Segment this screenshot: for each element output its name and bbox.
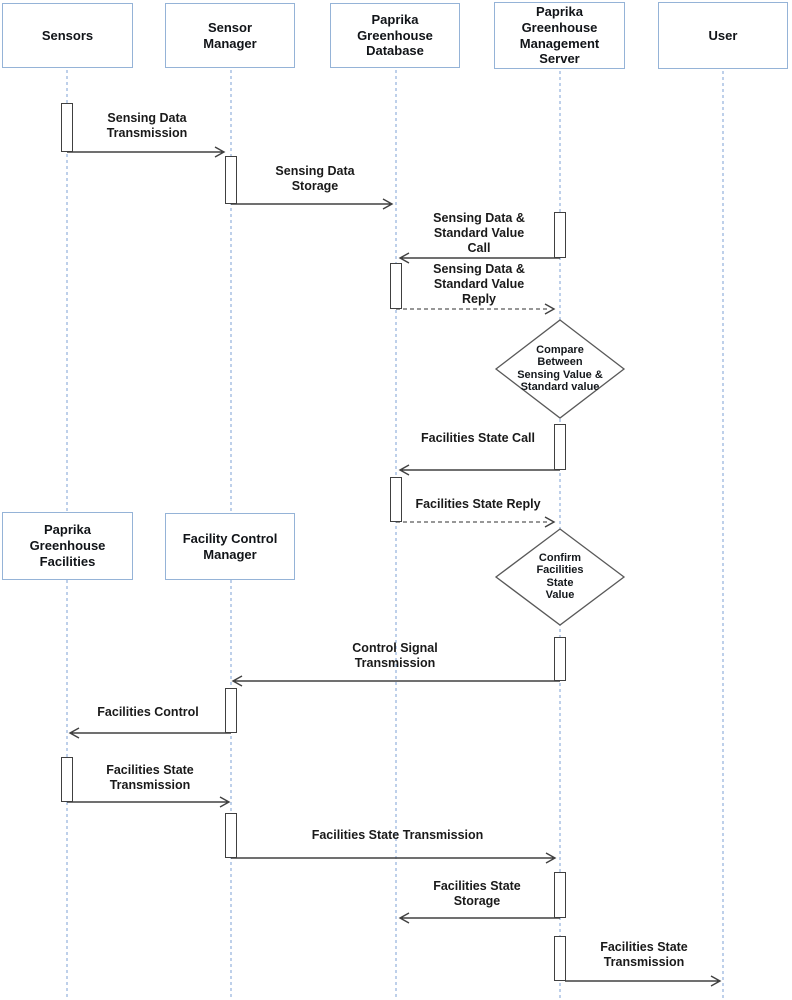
activation-bar-server-1 xyxy=(554,212,566,258)
decision-label-compare: Compare Between Sensing Value & Standard… xyxy=(517,344,603,394)
activation-bar-database-2 xyxy=(390,477,402,522)
message-label-facilities-state-reply: Facilities State Reply xyxy=(415,497,541,511)
message-arrow-3 xyxy=(398,252,560,264)
message-label-facilities-state-transmission-2: Facilities State Transmission xyxy=(311,828,484,842)
activation-bar-server-4 xyxy=(554,872,566,918)
activation-bar-facilities-1 xyxy=(61,757,73,802)
message-arrow-2 xyxy=(231,198,394,210)
message-arrow-12 xyxy=(565,975,722,987)
actor-database: Paprika Greenhouse Database xyxy=(330,3,460,68)
activation-bar-sensor-manager-1 xyxy=(225,156,237,204)
message-label-facilities-state-call: Facilities State Call xyxy=(421,431,535,445)
activation-bar-fcm-1 xyxy=(225,688,237,733)
actor-facilities: Paprika Greenhouse Facilities xyxy=(2,512,133,580)
activation-bar-server-2 xyxy=(554,424,566,470)
message-label-facilities-control: Facilities Control xyxy=(97,705,199,719)
message-label-sensing-data-standard-value-call: Sensing Data & Standard Value Call xyxy=(433,211,525,255)
activation-bar-sensors-1 xyxy=(61,103,73,152)
decision-diamond-compare xyxy=(494,319,626,419)
message-arrow-5 xyxy=(398,464,560,476)
message-label-sensing-data-storage: Sensing Data Storage xyxy=(275,164,355,193)
message-label-facilities-state-transmission-3: Facilities State Transmission xyxy=(600,940,688,969)
actor-user: User xyxy=(658,2,788,69)
activation-bar-fcm-2 xyxy=(225,813,237,858)
message-arrow-4-head xyxy=(544,303,556,315)
message-arrow-10 xyxy=(231,852,557,864)
activation-bar-database-1 xyxy=(390,263,402,309)
message-arrow-7 xyxy=(231,675,560,687)
message-arrow-8 xyxy=(68,727,231,739)
message-label-facilities-state-transmission-1: Facilities State Transmission xyxy=(106,763,194,792)
activation-bar-server-3 xyxy=(554,637,566,681)
message-arrow-11 xyxy=(398,912,560,924)
activation-bar-server-5 xyxy=(554,936,566,981)
decision-label-confirm: Confirm Facilities State Value xyxy=(536,552,584,602)
message-label-sensing-data-standard-value-reply: Sensing Data & Standard Value Reply xyxy=(433,262,525,306)
message-label-facilities-state-storage: Facilities State Storage xyxy=(433,879,521,908)
message-label-sensing-data-transmission: Sensing Data Transmission xyxy=(106,111,188,140)
actor-sensors: Sensors xyxy=(2,3,133,68)
actor-facility-control-manager: Facility Control Manager xyxy=(165,513,295,580)
actor-sensor-manager: Sensor Manager xyxy=(165,3,295,68)
message-arrow-6-head xyxy=(544,516,556,528)
actor-management-server: Paprika Greenhouse Management Server xyxy=(494,2,625,69)
message-arrow-1 xyxy=(67,146,226,158)
message-label-control-signal-transmission: Control Signal Transmission xyxy=(352,641,438,670)
message-arrow-9 xyxy=(67,796,231,808)
decision-diamond-confirm xyxy=(494,528,626,626)
